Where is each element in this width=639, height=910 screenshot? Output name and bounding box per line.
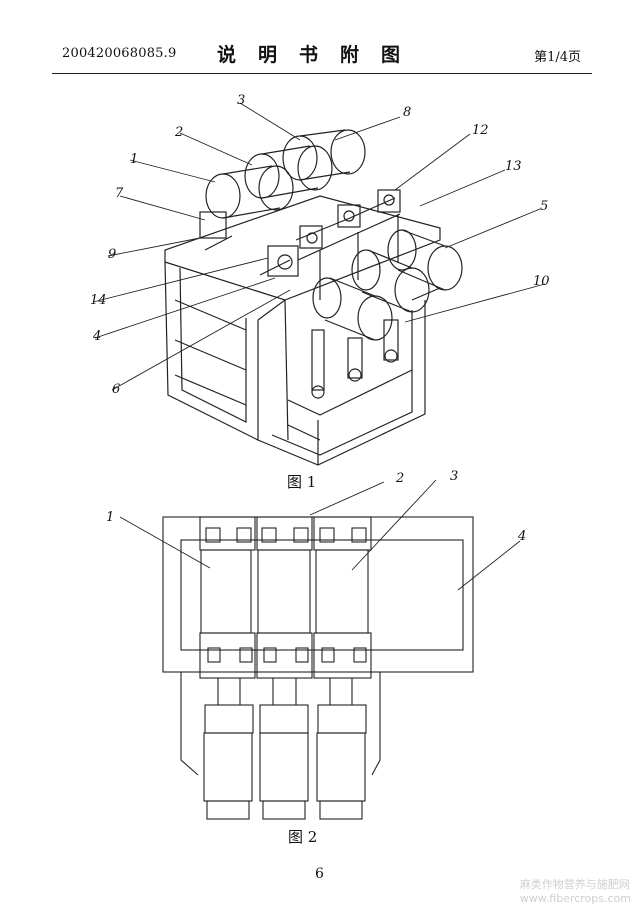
document-number: 200420068085.9 xyxy=(62,46,177,61)
callout-14: 14 xyxy=(90,293,107,308)
page-number: 6 xyxy=(315,866,324,882)
figure-2-caption: 图 2 xyxy=(288,828,318,846)
callout-1: 1 xyxy=(130,152,138,167)
callout-9: 9 xyxy=(108,247,116,262)
callout-2: 2 xyxy=(174,125,183,140)
fig2-callout-2: 2 xyxy=(395,471,404,486)
watermark-line-1: 麻类作物营养与施肥网 xyxy=(519,878,630,891)
callout-13: 13 xyxy=(505,159,522,174)
callout-10: 10 xyxy=(533,274,550,289)
callout-8: 8 xyxy=(403,105,411,120)
callout-12: 12 xyxy=(472,123,489,138)
fig2-callout-3: 3 xyxy=(450,469,458,484)
fig2-callout-4: 4 xyxy=(517,529,526,544)
watermark-line-2: www.fibercrops.com xyxy=(519,892,631,905)
page-title: 说明书附图 xyxy=(216,44,422,66)
figure-1-caption: 图 1 xyxy=(287,473,317,491)
page-indicator: 第1/4页 xyxy=(534,50,581,65)
callout-7: 7 xyxy=(115,186,124,201)
fig2-callout-1: 1 xyxy=(106,510,114,525)
callout-6: 6 xyxy=(112,382,120,397)
callout-3: 3 xyxy=(237,93,245,108)
callout-5: 5 xyxy=(540,199,548,214)
callout-4: 4 xyxy=(92,329,101,344)
watermark: 麻类作物营养与施肥网 www.fibercrops.com xyxy=(520,878,631,906)
header-rule xyxy=(52,73,592,74)
